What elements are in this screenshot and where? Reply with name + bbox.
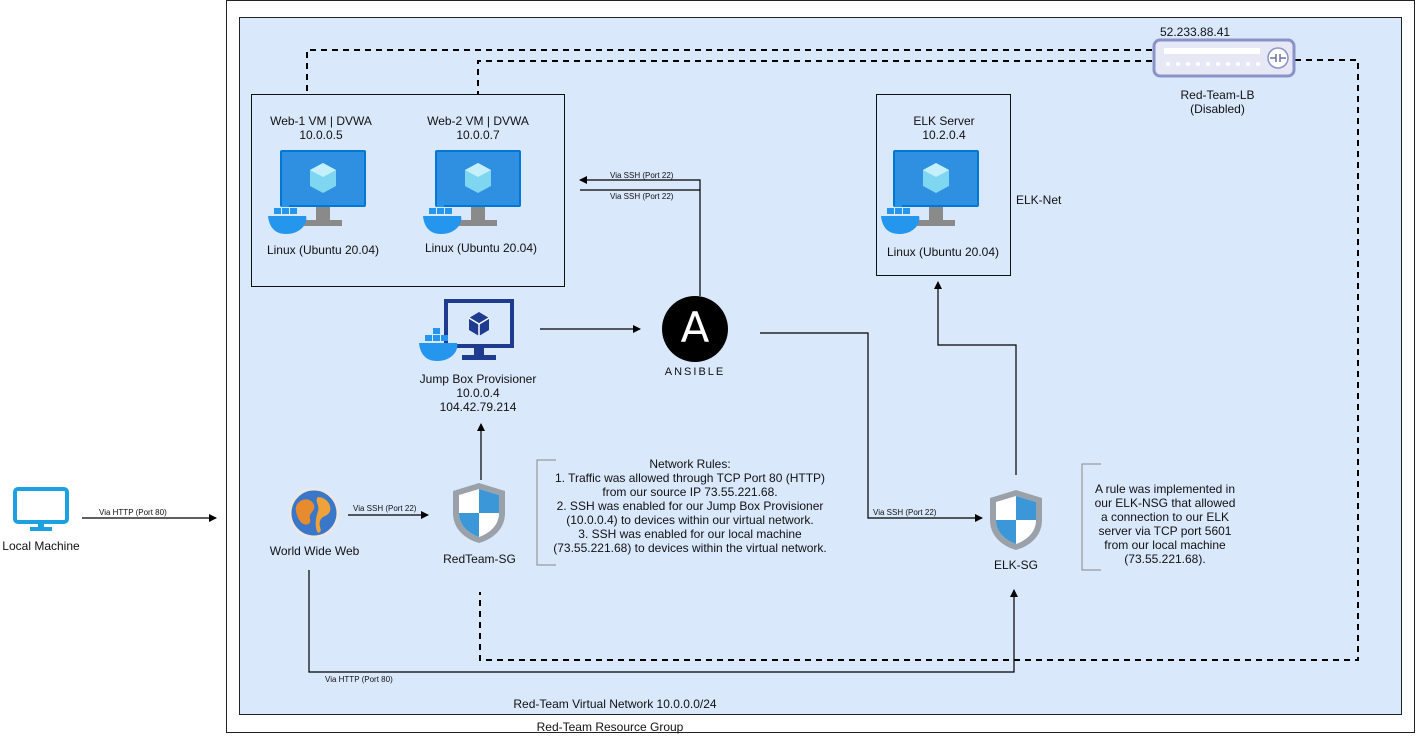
edge-label-local-http: Via HTTP (Port 80) bbox=[99, 508, 167, 517]
edge-ansible-to-web-a bbox=[579, 176, 701, 296]
virtual-network-container bbox=[239, 17, 1402, 715]
elk-server-group bbox=[876, 94, 1011, 276]
network-rule-3: 3. SSH was enabled for our local machine… bbox=[553, 527, 827, 555]
resource-group-label: Red-Team Resource Group bbox=[536, 720, 684, 734]
lb-status: (Disabled) bbox=[1190, 102, 1245, 116]
load-balancer-icon bbox=[1152, 38, 1296, 85]
elk-server-ip: 10.2.0.4 bbox=[922, 128, 966, 142]
edge-ansible-to-elk-sg bbox=[760, 332, 983, 522]
edge-label-ansible-ssh-b: Via SSH (Port 22) bbox=[610, 192, 674, 201]
globe-icon bbox=[288, 487, 340, 544]
web2-vm-icon bbox=[421, 150, 523, 245]
web1-os: Linux (Ubuntu 20.04) bbox=[266, 243, 380, 257]
ansible-glyph: A bbox=[680, 303, 710, 352]
vnet-label: Red-Team Virtual Network 10.0.0.0/24 bbox=[513, 697, 717, 711]
jump-box-icon bbox=[418, 298, 516, 371]
web2-os: Linux (Ubuntu 20.04) bbox=[424, 241, 538, 255]
rules-bracket bbox=[536, 459, 556, 566]
elk-sg-shield-icon bbox=[988, 488, 1044, 557]
network-rule-2: 2. SSH was enabled for our Jump Box Prov… bbox=[556, 499, 824, 527]
local-machine-label: Local Machine bbox=[2, 539, 80, 553]
edge-elk-sg-to-elk-server bbox=[934, 281, 1017, 475]
network-rule-1: 1. Traffic was allowed through TCP Port … bbox=[554, 471, 826, 499]
resource-group-container bbox=[226, 0, 1415, 733]
elk-net-label: ELK-Net bbox=[1016, 193, 1062, 207]
elk-server-os: Linux (Ubuntu 20.04) bbox=[886, 245, 1000, 259]
elk-server-title: ELK Server bbox=[913, 114, 975, 128]
web1-vm-icon bbox=[266, 150, 368, 245]
jump-box-private-ip: 10.0.0.4 bbox=[456, 386, 500, 400]
web1-title: Web-1 VM | DVWA bbox=[270, 114, 372, 128]
elk-note-bracket bbox=[1081, 463, 1101, 571]
edge-label-www-ssh: Via SSH (Port 22) bbox=[353, 504, 417, 513]
ansible-label: ANSIBLE bbox=[664, 366, 726, 378]
web-servers-group bbox=[251, 94, 565, 287]
elk-server-vm-icon bbox=[879, 150, 981, 245]
edge-lb-to-web2 bbox=[477, 60, 1152, 94]
redteam-sg-label: RedTeam-SG bbox=[443, 552, 516, 566]
lb-ip: 52.233.88.41 bbox=[1160, 25, 1231, 39]
edge-www-to-elk-sg bbox=[308, 570, 1018, 673]
edge-label-elk-ssh: Via SSH (Port 22) bbox=[873, 508, 937, 517]
network-rules-title: Network Rules: bbox=[649, 457, 731, 471]
jump-box-title: Jump Box Provisioner bbox=[419, 372, 537, 386]
lb-name: Red-Team-LB bbox=[1180, 88, 1255, 102]
web2-ip: 10.0.0.7 bbox=[456, 128, 500, 142]
edge-lb-to-web1 bbox=[306, 49, 1152, 94]
www-label: World Wide Web bbox=[269, 544, 360, 558]
elk-rule-note: A rule was implemented in our ELK-NSG th… bbox=[1094, 482, 1236, 566]
elk-sg-label: ELK-SG bbox=[993, 558, 1038, 572]
web2-title: Web-2 VM | DVWA bbox=[427, 114, 529, 128]
local-machine-icon bbox=[13, 487, 69, 538]
jump-box-public-ip: 104.42.79.214 bbox=[439, 400, 517, 414]
redteam-sg-shield-icon bbox=[451, 481, 507, 550]
web1-ip: 10.0.0.5 bbox=[299, 128, 343, 142]
edge-label-www-http: Via HTTP (Port 80) bbox=[325, 675, 393, 684]
edge-label-ansible-ssh-a: Via SSH (Port 22) bbox=[610, 171, 674, 180]
ansible-icon: A bbox=[662, 296, 728, 362]
edge-lb-to-elk bbox=[479, 59, 1359, 661]
